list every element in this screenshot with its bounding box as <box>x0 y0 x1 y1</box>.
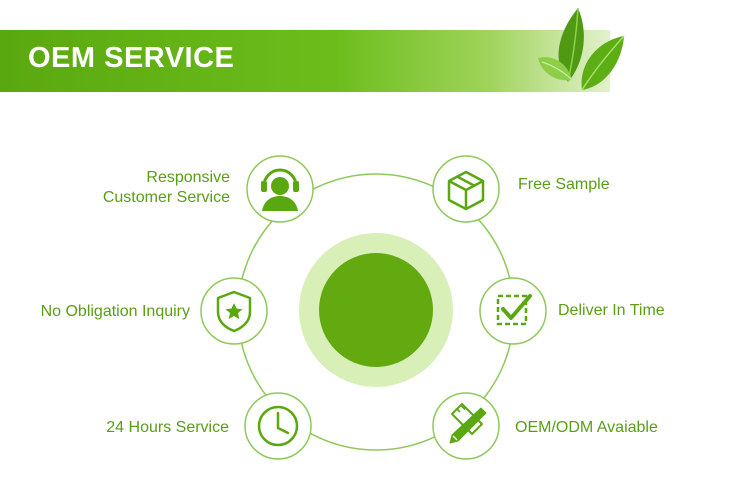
label-no-obligation-inquiry: No Obligation Inquiry <box>40 303 190 320</box>
node-deliver-in-time <box>479 277 547 345</box>
page-title: OEM SERVICE <box>28 42 235 74</box>
node-free-sample <box>432 155 500 223</box>
label-24-hours-service: 24 Hours Service <box>106 419 229 436</box>
header-banner <box>0 30 610 92</box>
pencil-ruler-icon <box>449 403 487 444</box>
center-circle <box>319 253 433 367</box>
label-line-1: Responsive <box>146 169 230 186</box>
leaf-decoration <box>538 7 625 91</box>
node-customer-service <box>246 155 314 223</box>
box-icon <box>447 170 485 211</box>
clock-icon <box>257 405 299 447</box>
node-inquiry <box>200 277 268 345</box>
shield-star-icon <box>216 290 252 333</box>
label-line-2: Customer Service <box>102 189 230 206</box>
node-24-hours <box>244 392 312 460</box>
label-free-sample: Free Sample <box>518 176 610 193</box>
label-responsive-customer-service: Responsive Customer Service <box>60 168 230 208</box>
customer-service-icon <box>261 168 299 211</box>
label-oem-odm-available: OEM/ODM Avaiable <box>515 419 658 436</box>
node-oem-odm <box>432 392 500 460</box>
label-deliver-in-time: Deliver In Time <box>558 302 665 319</box>
checkbox-icon <box>496 294 532 326</box>
